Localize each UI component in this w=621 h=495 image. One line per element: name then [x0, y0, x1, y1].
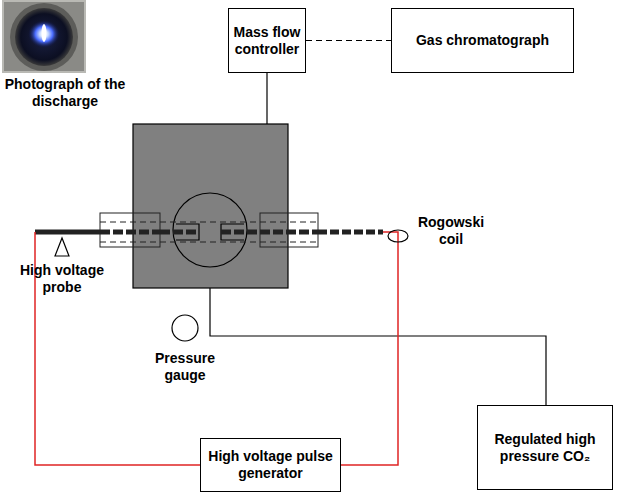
part-label: Pressure gauge: [138, 350, 232, 384]
box-text: High voltage pulse generator: [205, 448, 336, 482]
process-box: Mass flow controller: [228, 8, 306, 73]
connector-line: [306, 40, 391, 41]
electrode-rod: [260, 230, 318, 235]
photo-caption: Photograph of the discharge: [0, 76, 130, 110]
box-text: Gas chromatograph: [416, 32, 549, 49]
electrode-holder: [260, 213, 318, 247]
holder-bore: [100, 222, 318, 223]
box-text: Mass flow controller: [233, 24, 301, 58]
hv-probe-symbol: [55, 238, 69, 256]
supply-box: Regulated high pressure CO₂: [477, 405, 613, 490]
hv-wire: [341, 232, 398, 465]
box-text: Regulated high pressure CO₂: [482, 431, 608, 465]
pressure-gauge-symbol: [172, 315, 198, 341]
gas-line: [210, 288, 546, 405]
electrode-rod: [160, 230, 199, 235]
rogowski-coil-symbol: [388, 230, 408, 242]
discharge-photo: [3, 1, 85, 72]
part-label: High voltage probe: [12, 262, 112, 296]
gas-line: [266, 73, 267, 124]
electrode-rod: [35, 230, 100, 235]
electrode-rod: [221, 230, 260, 235]
instrument-box: Gas chromatograph: [391, 8, 574, 73]
electrode-rod: [318, 230, 383, 235]
reactor-body: [133, 124, 288, 288]
part-label: Rogowski coil: [410, 214, 492, 248]
electrode-rod: [100, 230, 160, 235]
holder-bore: [100, 242, 318, 243]
generator-box: High voltage pulse generator: [200, 438, 341, 492]
